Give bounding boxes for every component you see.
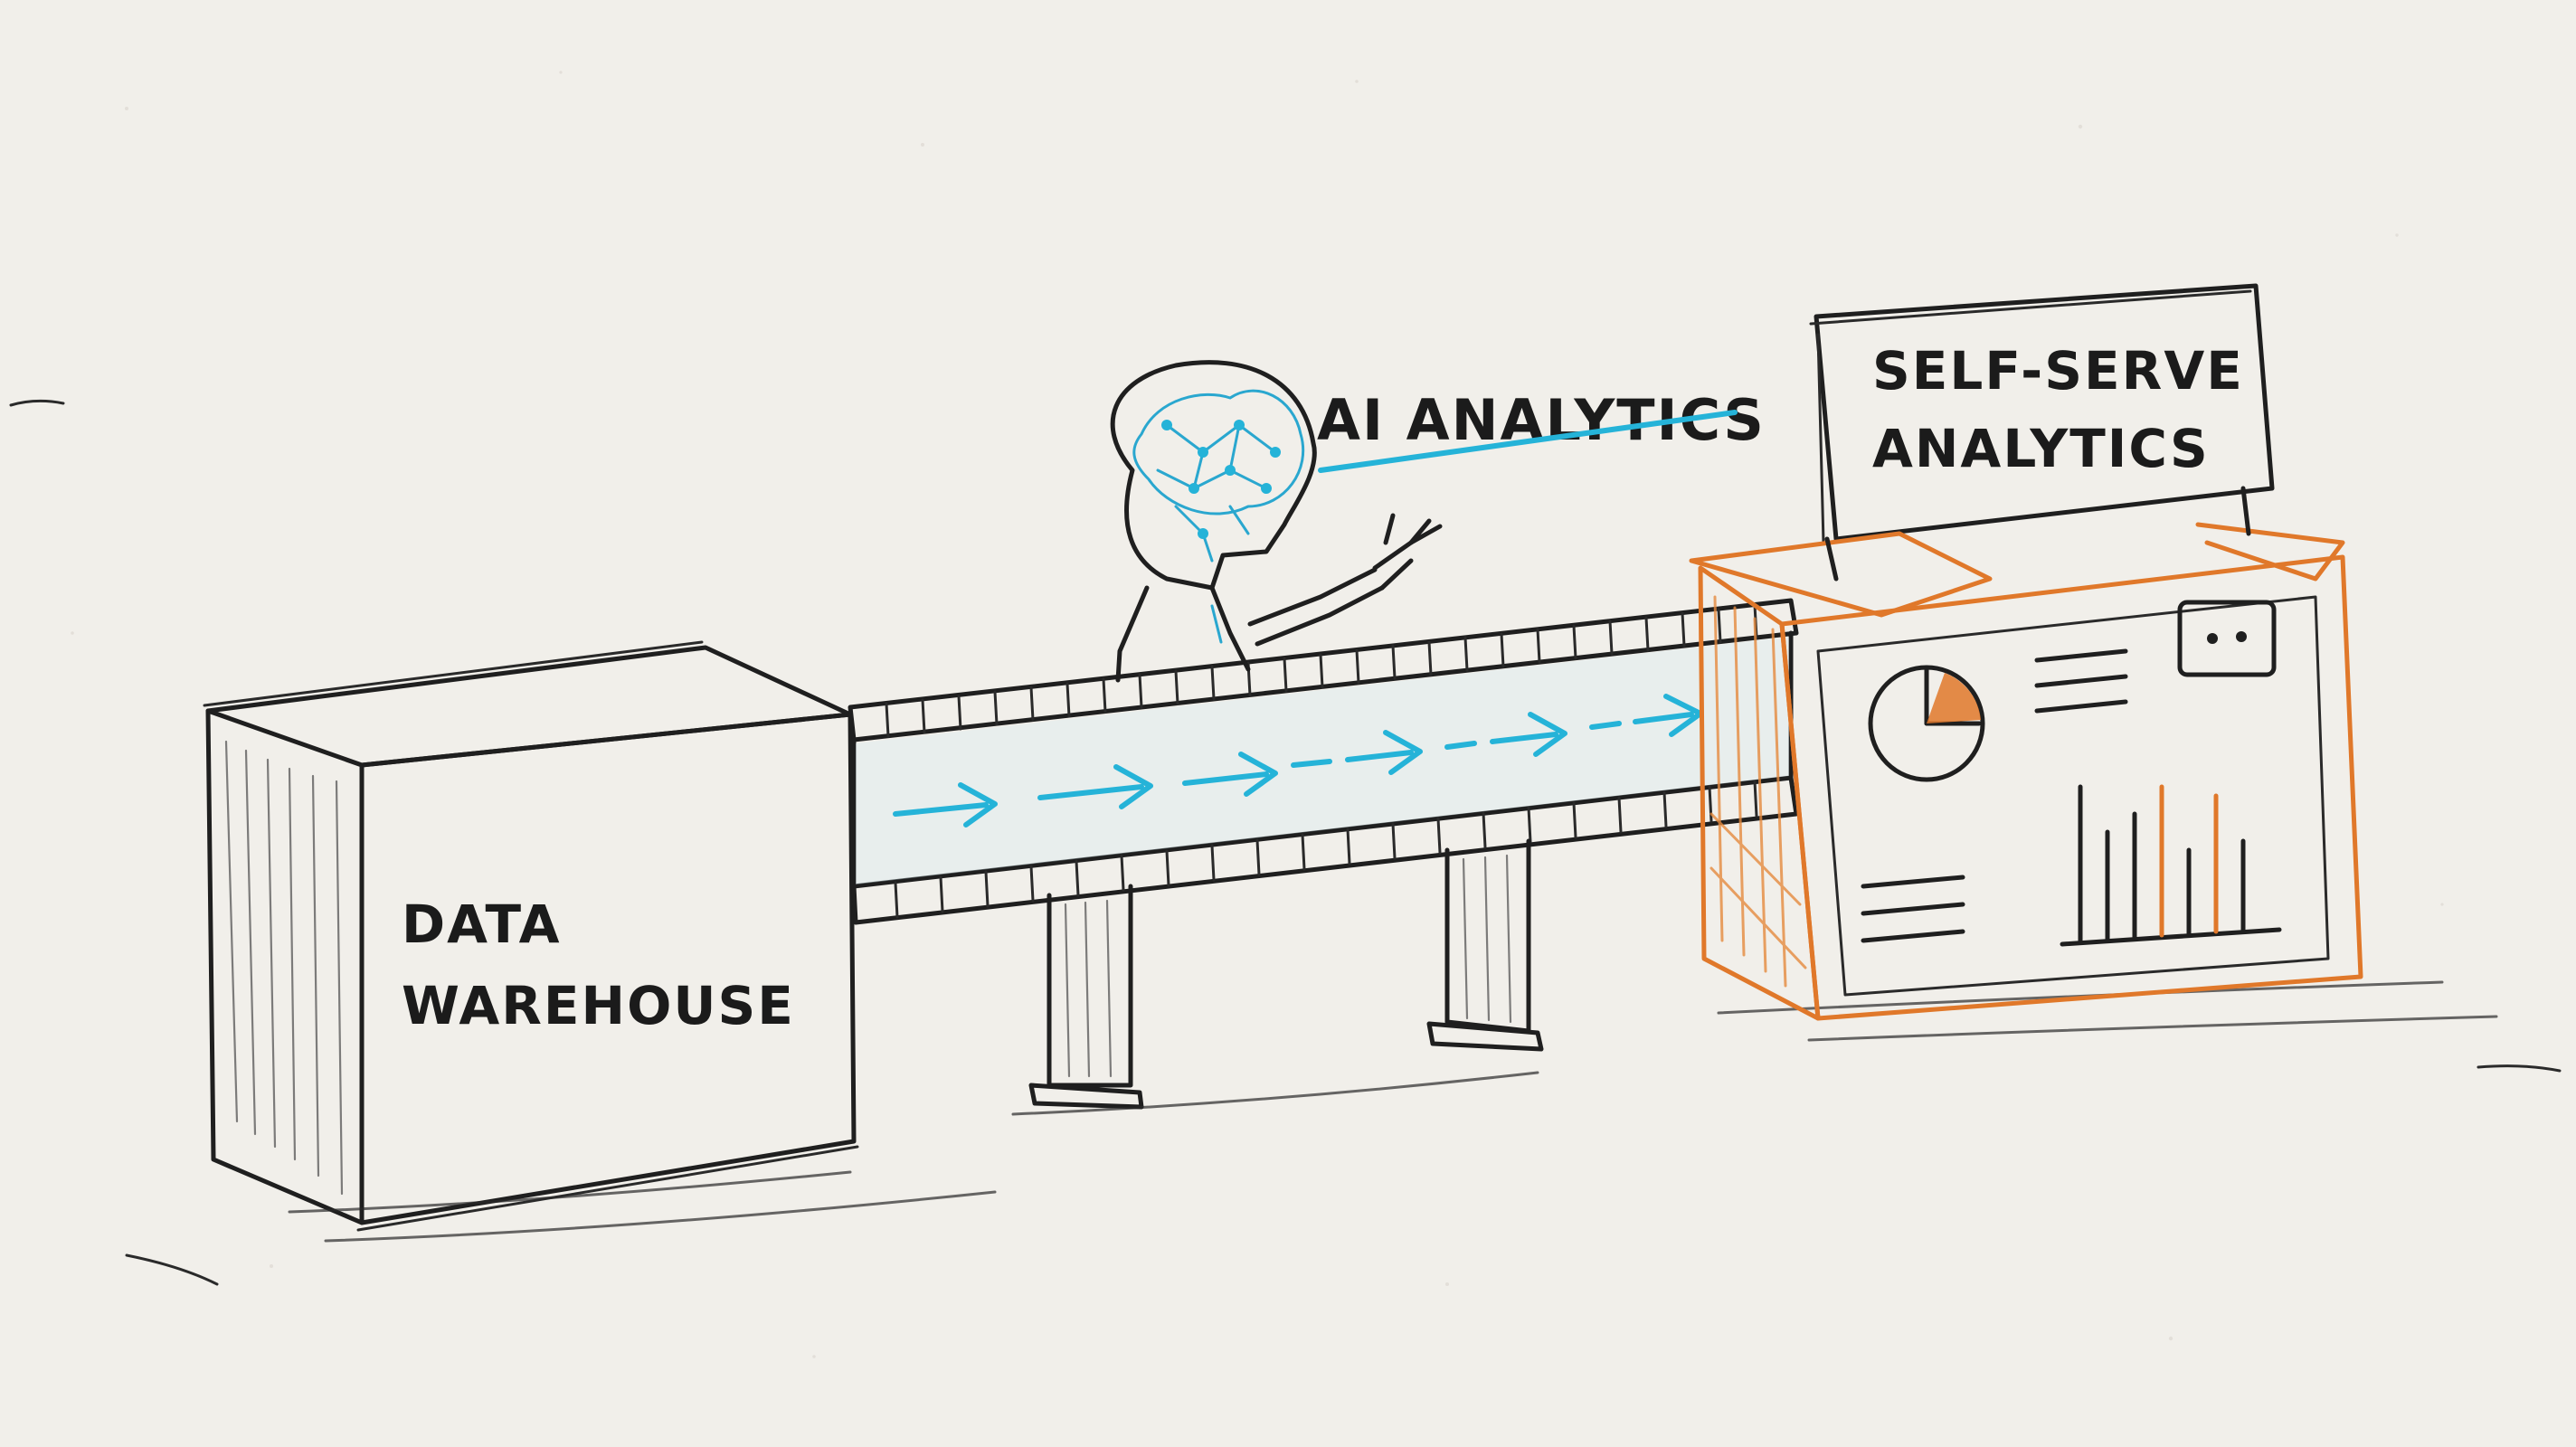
- data-warehouse-label-line1: DATA: [402, 894, 561, 955]
- data-warehouse-label-line2: WAREHOUSE: [402, 975, 795, 1036]
- stray-mark: [9, 399, 65, 407]
- self-serve-label-line2: ANALYTICS: [1872, 418, 2210, 479]
- stray-mark: [125, 1253, 219, 1286]
- flow-arrow-icon: [1037, 764, 1153, 809]
- paper-texture: [71, 71, 2444, 1358]
- bar-chart-icon: [2060, 784, 2282, 947]
- belt-supports: [1028, 838, 1544, 1110]
- flow-arrow-icon: [1291, 730, 1423, 775]
- flow-arrow-icon: [1182, 752, 1278, 797]
- self-serve-label-line1: SELF-SERVE: [1872, 340, 2244, 402]
- ai-analytics-underline: [1318, 410, 1738, 473]
- pie-chart-icon: [1868, 665, 1985, 782]
- flow-arrow-icon: [893, 782, 998, 828]
- data-warehouse-box: [203, 640, 859, 1232]
- brain-head-robot-icon: [1110, 360, 1443, 683]
- flow-arrow-icon: [1444, 712, 1567, 757]
- self-serve-analytics-box: [1689, 283, 2363, 1021]
- ground-lines: [288, 980, 2498, 1243]
- stray-mark: [2477, 1064, 2562, 1073]
